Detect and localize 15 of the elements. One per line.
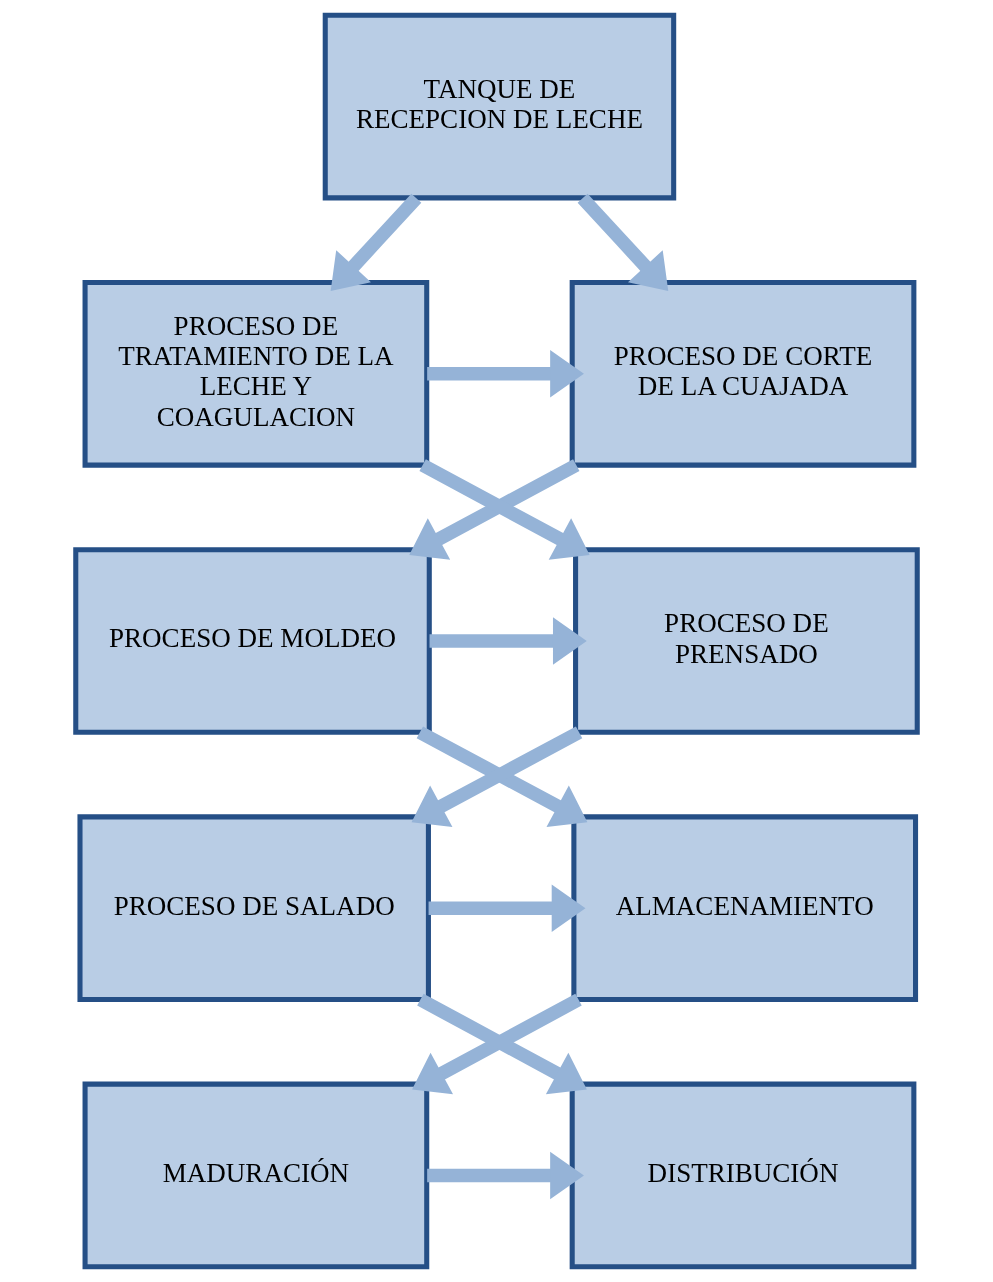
arrow bbox=[330, 193, 422, 292]
node-box: PROCESO DE SALADO bbox=[77, 814, 431, 1003]
arrow bbox=[429, 617, 587, 665]
arrow bbox=[427, 350, 584, 398]
node-box: MADURACIÓN bbox=[82, 1081, 430, 1270]
node-box: PROCESO DE TRATAMIENTO DE LA LECHE Y COAGULACION bbox=[82, 279, 430, 468]
node-box: PROCESO DE MOLDEO bbox=[73, 547, 432, 735]
node-box: DISTRIBUCIÓN bbox=[569, 1081, 917, 1270]
arrow bbox=[577, 193, 669, 292]
arrow bbox=[427, 1151, 584, 1200]
node-box: PROCESO DE CORTE DE LA CUAJADA bbox=[569, 279, 917, 468]
arrow bbox=[428, 884, 586, 932]
node-box: TANQUE DE RECEPCION DE LECHE bbox=[322, 12, 677, 201]
node-box: PROCESO DE PRENSADO bbox=[573, 547, 920, 735]
node-box: ALMACENAMIENTO bbox=[571, 814, 919, 1003]
